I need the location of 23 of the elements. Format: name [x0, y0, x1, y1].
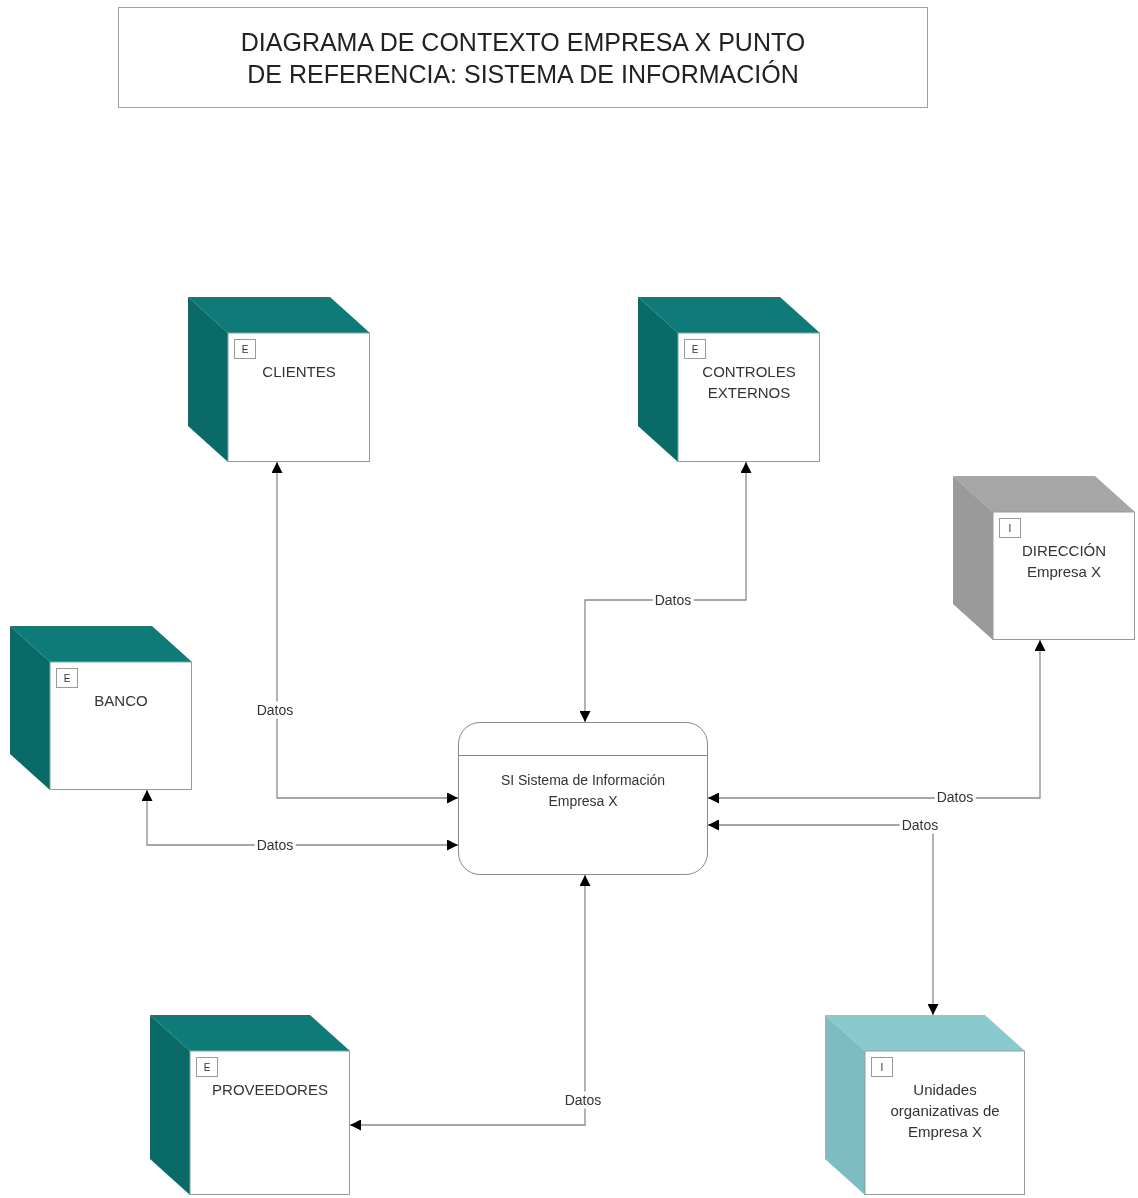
entity-label: CLIENTES	[261, 362, 337, 382]
data-flow-arrow	[707, 639, 1046, 804]
edge-label: Datos	[562, 1091, 604, 1109]
data-flow-arrow	[271, 461, 459, 804]
entity-label: Unidades organizativas de Empresa X	[889, 1080, 1001, 1142]
data-flow-arrow	[707, 819, 939, 1016]
entity-label: DIRECCIÓN Empresa X	[1020, 541, 1108, 582]
entity-label: BANCO	[93, 691, 149, 711]
tag-box: E	[234, 339, 256, 359]
edge-label: Datos	[254, 701, 296, 719]
tag-box: E	[56, 668, 78, 688]
tag-box: I	[999, 518, 1021, 538]
data-flow-arrow	[349, 874, 591, 1131]
process-label: SI Sistema de Información Empresa X	[499, 771, 667, 811]
tag-box: E	[196, 1057, 218, 1077]
data-flow-arrow	[141, 789, 459, 851]
tag-box: E	[684, 339, 706, 359]
process-box	[458, 722, 708, 875]
data-flow-arrow	[579, 461, 752, 723]
entity-label: CONTROLES EXTERNOS	[701, 362, 797, 403]
entity-label: PROVEEDORES	[211, 1080, 329, 1100]
title-box: DIAGRAMA DE CONTEXTO EMPRESA X PUNTO DE REFERENCIA: SISTEMA DE INFORMACIÓN	[118, 7, 928, 108]
tag-box: I	[871, 1057, 893, 1077]
